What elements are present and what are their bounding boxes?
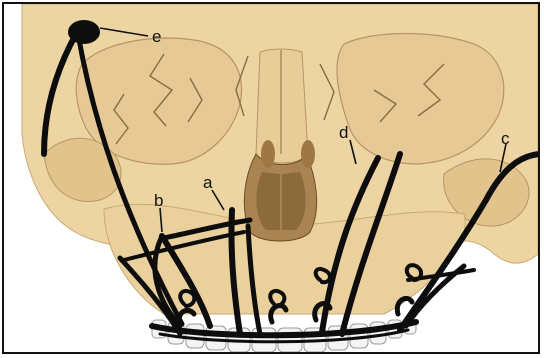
figure-frame: e a b d c — [2, 2, 540, 354]
skull-illustration: e a b d c — [4, 4, 538, 352]
label-e: e — [152, 27, 161, 46]
label-b: b — [154, 191, 163, 210]
right-nasal-spot — [301, 140, 315, 168]
label-a: a — [203, 173, 213, 192]
label-d: d — [339, 123, 348, 142]
drill-hole-e — [68, 20, 100, 44]
left-nasal-spot — [261, 140, 275, 168]
label-c: c — [501, 129, 510, 148]
